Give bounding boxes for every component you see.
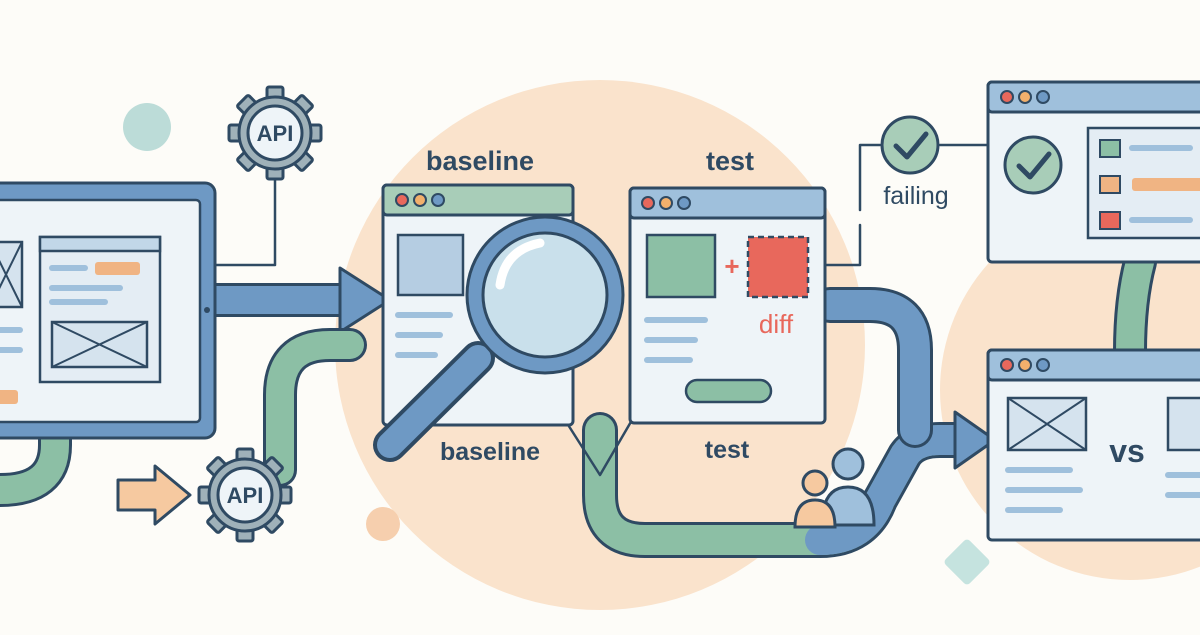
tablet-button [204,307,210,313]
image-placeholder-icon [1006,396,1088,452]
plus-sign: + [724,251,739,281]
arrow-icon [116,464,192,526]
vs-label: vs [1109,433,1145,469]
bg-dot-orange [366,507,400,541]
magnifier-icon [373,215,625,462]
line-api-top [213,173,277,267]
test-panel [628,186,827,425]
arrow-icon [338,266,392,334]
api-label-top: API [257,121,294,146]
baseline-label-bottom: baseline [440,438,540,466]
test-panel-button [684,378,773,404]
compare-panel [986,348,1200,542]
line-failing-check [858,143,882,212]
checkmark-icon [880,115,940,175]
test-label-top: test [706,146,754,176]
line-baseline-test [563,418,634,477]
tablet-device [0,181,217,440]
bg-dot-teal [123,103,171,151]
arrow-icon [953,410,997,470]
image-placeholder-icon [50,320,149,369]
diff-label: diff [759,309,794,339]
test-label-bottom: test [705,436,750,464]
diff-region [746,235,810,299]
failing-label: failing [883,182,948,210]
bg-diamond [944,539,990,585]
image-placeholder-icon [0,240,24,309]
gear-icon [197,447,293,543]
checklist-panel [986,80,1200,264]
pipes [0,143,1157,558]
users-icon [793,447,876,529]
api-label-bottom: API [227,483,264,508]
checkmark-icon [1003,135,1063,195]
gear-icon [227,85,323,181]
baseline-label-top: baseline [426,146,534,176]
